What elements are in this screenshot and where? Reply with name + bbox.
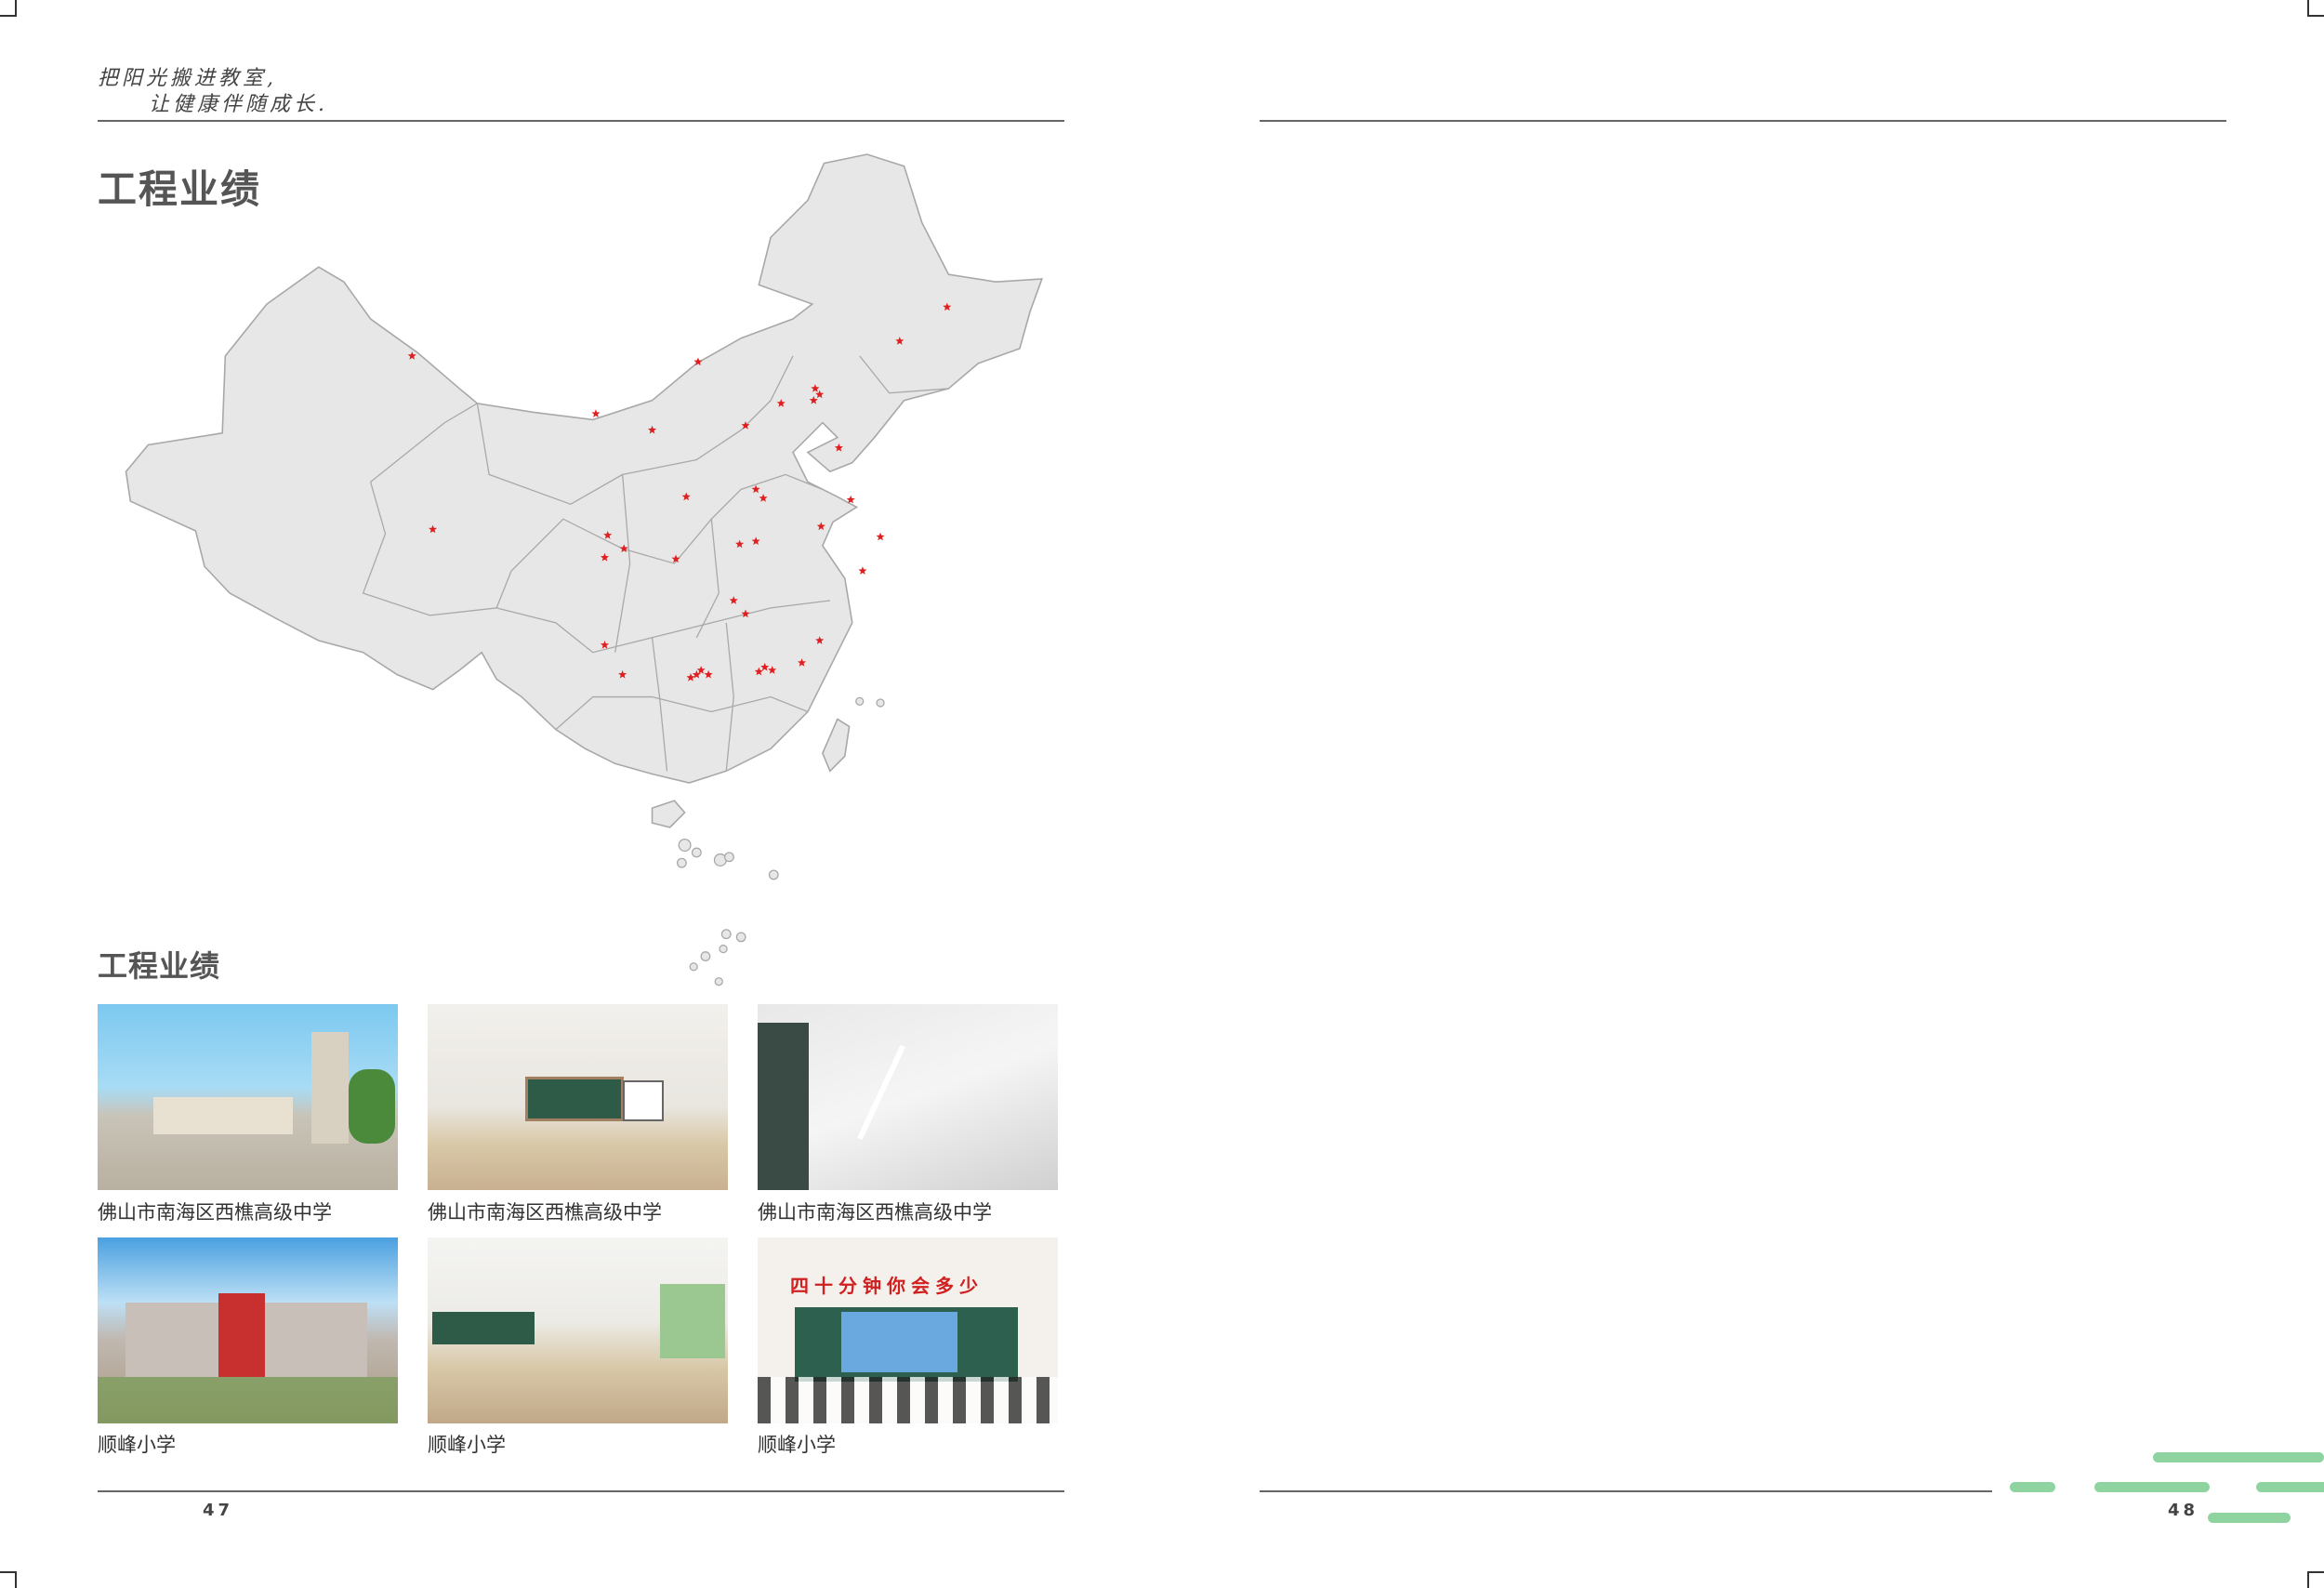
province-borders [362, 355, 949, 772]
project-star-icon [816, 522, 825, 531]
project-star-icon [809, 395, 818, 404]
photo-caption: 顺峰小学 [758, 1434, 836, 1456]
bottom-rule-left [98, 1490, 1064, 1492]
project-star-icon [600, 552, 610, 562]
crop-mark [0, 1571, 17, 1588]
project-star-icon [858, 566, 867, 575]
decor-bar [2208, 1513, 2291, 1523]
students-banner: 四十分钟你会多少 [790, 1275, 984, 1297]
bottom-rule-right [1260, 1490, 1992, 1492]
project-star-icon [798, 658, 807, 667]
project-star-icon [741, 609, 750, 618]
crop-mark [2307, 0, 2324, 17]
top-rule-left [98, 120, 1064, 122]
china-outline [125, 153, 1044, 784]
decor-bar [2010, 1482, 2055, 1492]
project-photo [428, 1237, 728, 1423]
south-sea-islands [676, 696, 885, 986]
project-photo [98, 1004, 398, 1190]
project-star-icon [811, 384, 820, 392]
crop-mark [0, 0, 17, 17]
project-star-icon [751, 484, 760, 494]
project-star-icon [591, 409, 601, 417]
project-star-icon [760, 662, 770, 671]
project-star-icon [815, 390, 825, 399]
slogan-line-1: 把阳光搬进教室, [98, 67, 277, 90]
project-markers [407, 302, 952, 682]
project-star-icon [776, 399, 786, 407]
project-star-icon [751, 536, 760, 546]
project-star-icon [943, 302, 952, 311]
project-star-icon [603, 530, 613, 539]
project-star-icon [735, 539, 745, 549]
project-photo [98, 1237, 398, 1423]
project-star-icon [600, 640, 610, 649]
photo-caption: 佛山市南海区西樵高级中学 [758, 1201, 992, 1224]
decor-bar [2256, 1482, 2324, 1492]
crop-mark [2307, 1571, 2324, 1588]
section-title: 工程业绩 [98, 166, 262, 212]
project-star-icon [618, 669, 627, 679]
top-rule-right [1260, 120, 2226, 122]
project-star-icon [429, 524, 438, 534]
project-star-icon [846, 495, 855, 504]
project-star-icon [619, 544, 628, 553]
project-star-icon [741, 421, 750, 430]
photo-caption: 顺峰小学 [428, 1434, 506, 1456]
project-photo [758, 1004, 1058, 1190]
page-number-right: 48 [2168, 1501, 2199, 1520]
project-star-icon [754, 667, 763, 676]
project-star-icon [647, 425, 657, 434]
project-star-icon [768, 666, 777, 674]
project-star-icon [696, 666, 706, 674]
photo-caption: 佛山市南海区西樵高级中学 [428, 1201, 662, 1224]
project-star-icon [686, 673, 695, 682]
project-star-icon [729, 596, 738, 604]
hainan [651, 800, 686, 828]
project-star-icon [815, 636, 825, 644]
project-star-icon [876, 532, 885, 541]
gallery-title: 工程业绩 [98, 948, 221, 984]
project-star-icon [681, 492, 691, 501]
project-photo: 四十分钟你会多少 [758, 1237, 1058, 1423]
project-photo [428, 1004, 728, 1190]
project-star-icon [704, 669, 713, 679]
project-star-icon [895, 337, 905, 345]
project-star-icon [692, 669, 701, 679]
decor-bar [2094, 1482, 2210, 1492]
page-number-left: 47 [203, 1501, 234, 1520]
decor-bar [2153, 1452, 2324, 1462]
slogan-line-2: 让健康伴随成长. [149, 93, 328, 116]
photo-caption: 佛山市南海区西樵高级中学 [98, 1201, 332, 1224]
photo-caption: 顺峰小学 [98, 1434, 176, 1456]
project-star-icon [759, 494, 768, 502]
taiwan [822, 718, 851, 773]
project-star-icon [407, 351, 416, 360]
project-star-icon [671, 554, 680, 563]
project-star-icon [693, 357, 703, 366]
project-star-icon [834, 443, 843, 452]
